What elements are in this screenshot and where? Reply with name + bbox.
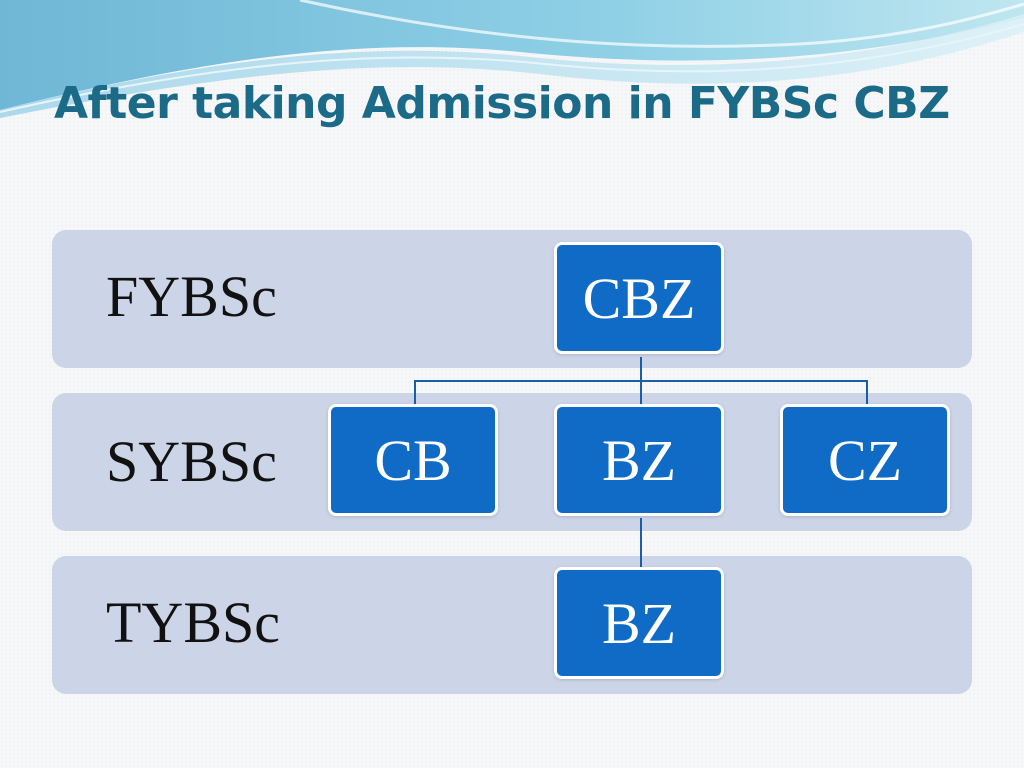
node-sy-cb: CB: [328, 404, 498, 516]
node-fy-cbz: CBZ: [554, 242, 724, 354]
level-label-sybsc: SYBSc: [106, 429, 277, 494]
level-label-tybsc: TYBSc: [106, 590, 280, 655]
level-band-fybsc: FYBSc: [52, 230, 972, 368]
header-wave-decoration: [0, 0, 1024, 118]
level-band-tybsc: TYBSc: [52, 556, 972, 694]
node-ty-bz: BZ: [554, 567, 724, 679]
node-sy-cz: CZ: [780, 404, 950, 516]
level-label-fybsc: FYBSc: [106, 264, 277, 329]
node-sy-bz: BZ: [554, 404, 724, 516]
slide-title: After taking Admission in FYBSc CBZ: [54, 78, 950, 129]
